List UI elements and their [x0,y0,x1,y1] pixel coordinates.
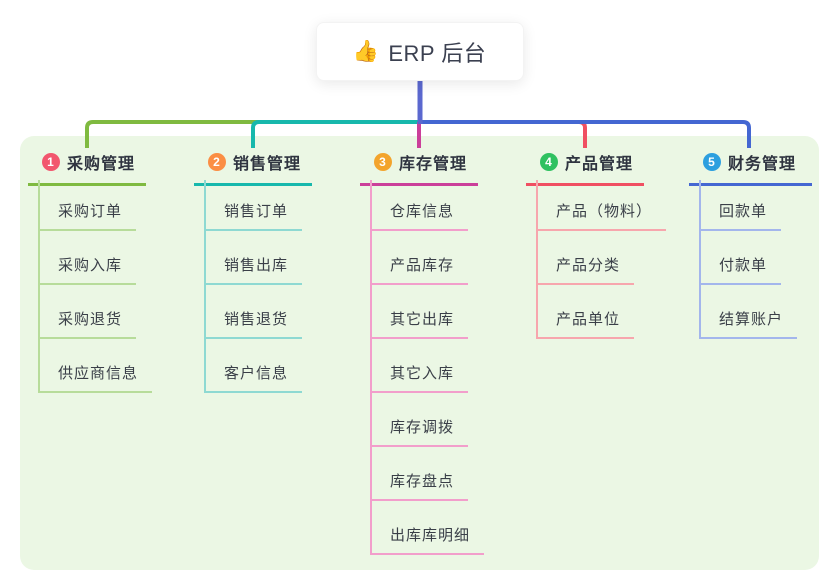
child-label: 仓库信息 [390,203,455,220]
branch-number-badge: 3 [374,153,392,171]
branch-children: 仓库信息产品库存其它出库其它入库库存调拨库存盘点出库库明细 [360,180,485,555]
child-label: 产品（物料） [556,203,653,220]
branch-connector-line [38,180,40,393]
branch-1: 1 采购管理 采购订单采购入库采购退货供应商信息 [28,136,153,570]
child-node[interactable]: 产品库存 [370,231,469,285]
branch-children: 产品（物料） 产品分类产品单位 [526,180,667,339]
child-node[interactable]: 付款单 [699,231,782,285]
child-node[interactable]: 库存盘点 [370,447,469,501]
branch-number-badge: 5 [703,153,721,171]
child-label: 库存调拨 [390,419,455,436]
child-label: 其它入库 [390,365,455,382]
branch-children: 回款单付款单结算账户 [689,180,798,339]
branch-connector-line [699,180,701,339]
branch-number-badge: 4 [540,153,558,171]
branch-header[interactable]: 5 财务管理 [689,150,812,186]
branch-header[interactable]: 4 产品管理 [526,150,644,186]
child-node[interactable]: 销售出库 [204,231,303,285]
child-label: 出库库明细 [390,527,471,544]
child-node[interactable]: 产品分类 [536,231,635,285]
branch-title: 采购管理 [67,156,136,173]
child-label: 客户信息 [224,365,289,382]
child-node[interactable]: 回款单 [699,180,782,231]
child-label: 采购入库 [58,257,123,274]
branch-connector-line [536,180,538,339]
child-node[interactable]: 其它出库 [370,285,469,339]
child-node[interactable]: 采购退货 [38,285,137,339]
thumbs-up-icon: 👍 [352,40,380,63]
child-label: 销售订单 [224,203,289,220]
child-node[interactable]: 产品（物料） [536,180,667,231]
branch-number-badge: 2 [208,153,226,171]
child-label: 采购退货 [58,311,123,328]
branch-children: 销售订单销售出库销售退货客户信息 [194,180,303,393]
branch-number-badge: 1 [42,153,60,171]
branch-connector-line [370,180,372,555]
branch-title: 库存管理 [399,156,468,173]
root-title: ERP 后台 [388,40,487,66]
child-label: 销售退货 [224,311,289,328]
root-node[interactable]: 👍 ERP 后台 [315,22,524,81]
child-node[interactable]: 采购订单 [38,180,137,231]
branch-header[interactable]: 1 采购管理 [28,150,146,186]
child-label: 供应商信息 [58,365,139,382]
branch-connector-line [204,180,206,393]
child-label: 其它出库 [390,311,455,328]
child-node[interactable]: 产品单位 [536,285,635,339]
child-label: 产品分类 [556,257,621,274]
child-label: 采购订单 [58,203,123,220]
branch-header[interactable]: 3 库存管理 [360,150,478,186]
child-node[interactable]: 采购入库 [38,231,137,285]
child-node[interactable]: 销售退货 [204,285,303,339]
child-label: 库存盘点 [390,473,455,490]
branch-title: 产品管理 [565,156,634,173]
child-label: 产品单位 [556,311,621,328]
branch-children: 采购订单采购入库采购退货供应商信息 [28,180,153,393]
child-label: 销售出库 [224,257,289,274]
branch-4: 4 产品管理 产品（物料） 产品分类产品单位 [526,136,667,570]
child-node[interactable]: 结算账户 [699,285,798,339]
child-label: 产品库存 [390,257,455,274]
child-node[interactable]: 其它入库 [370,339,469,393]
mindmap-panel: 1 采购管理 采购订单采购入库采购退货供应商信息 2 销售管理 销售订单销售出库… [20,136,819,570]
child-node[interactable]: 供应商信息 [38,339,153,393]
branch-5: 5 财务管理 回款单付款单结算账户 [689,136,812,570]
branch-header[interactable]: 2 销售管理 [194,150,312,186]
child-node[interactable]: 客户信息 [204,339,303,393]
child-node[interactable]: 出库库明细 [370,501,485,555]
child-node[interactable]: 库存调拨 [370,393,469,447]
branch-title: 财务管理 [728,156,797,173]
child-label: 结算账户 [719,311,784,328]
branch-title: 销售管理 [233,156,302,173]
child-node[interactable]: 仓库信息 [370,180,469,231]
branch-3: 3 库存管理 仓库信息产品库存其它出库其它入库库存调拨库存盘点出库库明细 [360,136,485,570]
child-label: 回款单 [719,203,768,220]
child-node[interactable]: 销售订单 [204,180,303,231]
child-label: 付款单 [719,257,768,274]
branch-2: 2 销售管理 销售订单销售出库销售退货客户信息 [194,136,312,570]
